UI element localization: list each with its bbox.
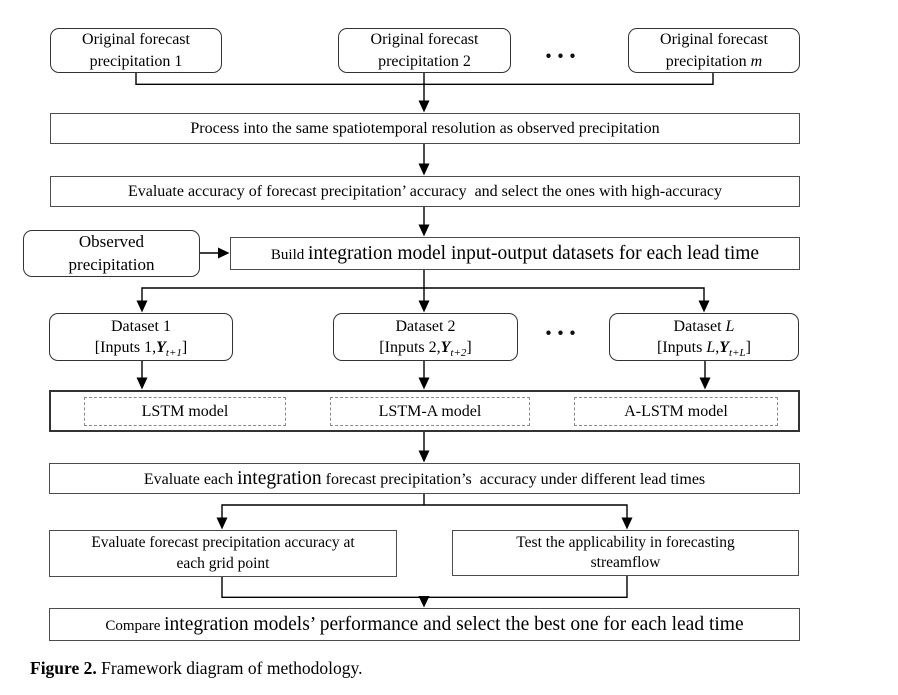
- dataset-io: [Inputs: [379, 339, 429, 356]
- dataset-title: 1: [162, 317, 171, 335]
- box-text: precipitation: [378, 52, 463, 70]
- box-text: each grid point: [176, 554, 270, 572]
- dataset-title: L: [725, 317, 735, 335]
- arrow-down-icon: [418, 224, 430, 237]
- arrow-down-icon: [216, 517, 228, 530]
- box-text: 1: [174, 52, 183, 70]
- connector-lines: [135, 73, 714, 598]
- evaluate-select-box: Evaluate accuracy of forecast precipitat…: [50, 176, 800, 207]
- box-text: integration: [237, 467, 322, 489]
- dataset-1-box: Dataset 1 [Inputs 1,Yt+1]: [49, 313, 233, 361]
- dataset-subscript: t+2: [450, 347, 467, 360]
- process-resolution-box: Process into the same spatiotemporal res…: [50, 113, 800, 144]
- caption-text: Framework diagram of methodology.: [96, 658, 363, 678]
- box-text: Test the applicability in forecasting: [516, 533, 735, 551]
- arrow-down-icon: [698, 300, 710, 313]
- arrow-down-icon: [418, 377, 430, 390]
- grid-point-box: Evaluate forecast precipitation accuracy…: [49, 530, 397, 577]
- box-text: Original forecast: [660, 31, 768, 49]
- dataset-io: Y: [156, 339, 166, 356]
- box-text: m: [750, 52, 763, 70]
- dataset-io: [Inputs: [657, 339, 707, 356]
- box-text: integration model input-output datasets …: [308, 242, 760, 264]
- box-text: Compare: [105, 617, 165, 634]
- ellipsis-dots: ···: [536, 41, 588, 71]
- original-forecast-m-box: Original forecast precipitation m: [628, 28, 800, 73]
- original-forecast-2-box: Original forecast precipitation 2: [338, 28, 511, 73]
- box-text: Evaluate each: [143, 470, 238, 488]
- a-lstm-model-box: A-LSTM model: [574, 397, 778, 426]
- compare-models-box: Compare integration models’ performance …: [49, 608, 800, 641]
- dots-text: ···: [543, 317, 580, 348]
- box-text: integration models’ performance and sele…: [164, 613, 744, 635]
- dataset-io: ]: [181, 339, 188, 356]
- dataset-io: ]: [745, 339, 751, 356]
- box-text: Original forecast: [370, 31, 479, 49]
- dataset-title: Dataset: [111, 317, 163, 335]
- box-text: streamflow: [590, 554, 661, 571]
- dataset-title: Dataset: [395, 317, 448, 335]
- figure-caption: Figure 2. Framework diagram of methodolo…: [30, 658, 362, 679]
- arrow-down-icon: [136, 377, 148, 390]
- model-label: A-LSTM model: [624, 402, 728, 420]
- arrow-down-icon: [418, 100, 430, 113]
- dataset-2-box: Dataset 2 [Inputs 2,Yt+2]: [333, 313, 518, 361]
- box-text: Process into the same spatiotemporal res…: [190, 119, 660, 137]
- lstm-model-box: LSTM model: [84, 397, 286, 426]
- evaluate-each-box: Evaluate each integration forecast preci…: [49, 463, 800, 494]
- dataset-io: ,: [436, 339, 441, 356]
- build-datasets-box: Build integration model input-output dat…: [230, 237, 800, 270]
- dataset-io: ,: [715, 339, 720, 356]
- lstm-a-model-box: LSTM-A model: [330, 397, 530, 426]
- dataset-io: Y: [719, 339, 730, 356]
- caption-label: Figure 2.: [30, 658, 97, 678]
- dataset-io: L: [706, 339, 716, 356]
- model-label: LSTM-A model: [378, 402, 482, 420]
- box-text: Evaluate accuracy of forecast precipitat…: [127, 182, 723, 200]
- dataset-subscript: t+L: [729, 347, 746, 360]
- arrow-down-icon: [418, 450, 430, 463]
- dataset-io: Y: [440, 339, 451, 356]
- dataset-io: [Inputs: [94, 339, 145, 356]
- dataset-subscript: t+1: [165, 347, 182, 360]
- model-label: LSTM model: [141, 402, 229, 420]
- box-text: precipitation: [68, 254, 155, 274]
- observed-precipitation-box: Observed precipitation: [23, 230, 200, 277]
- arrow-down-icon: [418, 163, 430, 176]
- box-text: Observed: [78, 231, 145, 251]
- streamflow-box: Test the applicability in forecasting st…: [452, 530, 799, 576]
- box-text: precipitation: [665, 52, 751, 70]
- arrow-down-icon: [418, 596, 430, 608]
- box-text: precipitation: [89, 52, 175, 70]
- dots-text: ···: [543, 40, 580, 71]
- box-text: Build: [270, 246, 308, 263]
- arrow-right-icon: [218, 247, 230, 259]
- dataset-title: Dataset: [673, 317, 726, 335]
- dataset-io: ,: [152, 339, 157, 356]
- box-text: 2: [462, 52, 471, 70]
- arrow-down-icon: [136, 300, 148, 313]
- arrow-down-icon: [418, 300, 430, 313]
- arrow-down-icon: [621, 517, 633, 530]
- models-container-box: LSTM model LSTM-A model A-LSTM model: [49, 390, 800, 432]
- box-text: forecast precipitation’s accuracy under …: [321, 470, 706, 488]
- dataset-L-box: Dataset L [Inputs L,Yt+L]: [609, 313, 799, 361]
- dataset-io: ]: [466, 339, 472, 356]
- box-text: Original forecast: [82, 31, 190, 49]
- dataset-io: 2: [428, 339, 437, 356]
- box-text: Evaluate forecast precipitation accuracy…: [91, 534, 355, 552]
- dataset-title: 2: [447, 317, 456, 335]
- ellipsis-dots: ···: [536, 318, 588, 348]
- dataset-io: 1: [144, 339, 153, 356]
- arrow-down-icon: [699, 377, 711, 390]
- original-forecast-1-box: Original forecast precipitation 1: [50, 28, 222, 73]
